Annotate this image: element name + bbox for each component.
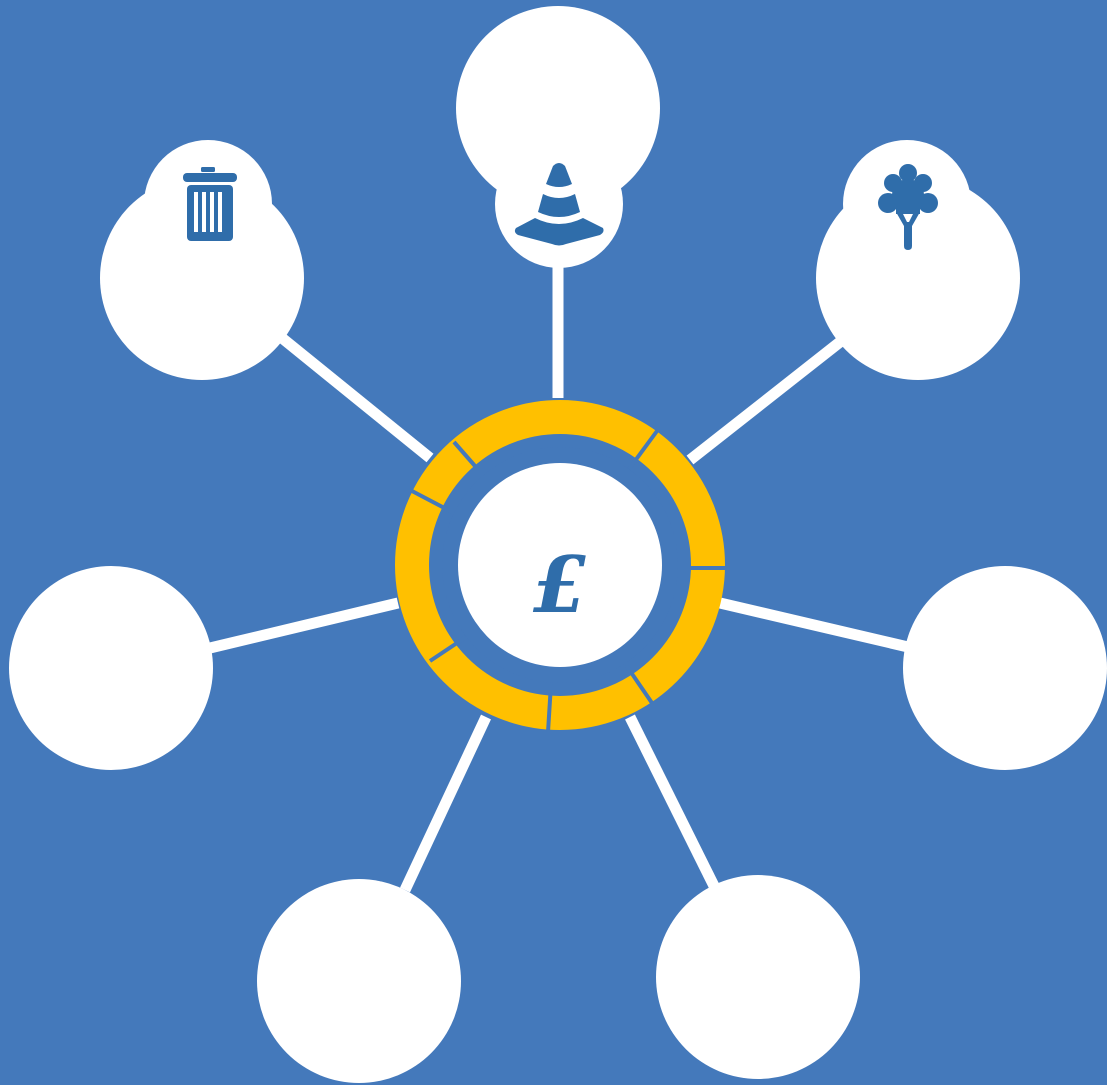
node-bottom-right [656,875,860,1079]
connectors [208,262,910,893]
center-circle [458,463,662,667]
center-currency-symbol: £ [533,540,587,631]
node-bottom-left [257,879,461,1083]
connector-bottom-right [625,714,720,891]
connector-right [718,597,910,653]
node-right [903,566,1107,770]
connector-top-left [278,333,434,463]
tree-icon [878,164,938,250]
connector-left [208,597,400,654]
node-left [9,566,213,770]
connector-bottom-left [400,714,491,893]
connector-top-right [686,337,844,465]
center-ring [395,400,727,733]
trash-can-icon [183,167,237,241]
ring-segment-dividers [411,429,727,733]
traffic-cone-icon [514,163,604,246]
